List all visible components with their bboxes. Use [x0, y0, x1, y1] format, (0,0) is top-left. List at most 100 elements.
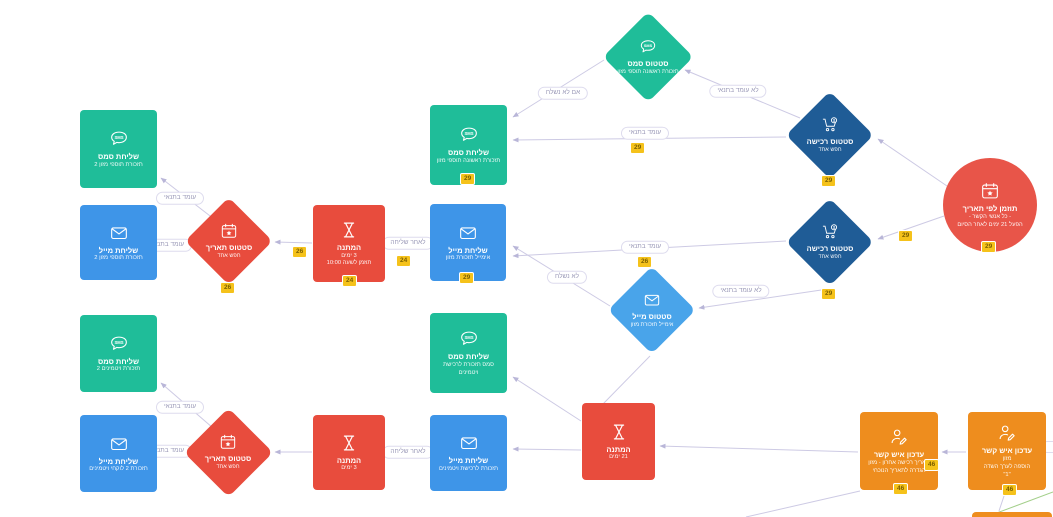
node-title: סטטוס רכישה [806, 137, 854, 147]
contact-count-badge: 29 [821, 288, 837, 300]
contact-count-badge: 29 [630, 142, 646, 154]
contact-count-badge: 29 [821, 175, 837, 187]
node-subtitle: "1" [1003, 471, 1011, 478]
connector-line [877, 138, 948, 187]
sms-icon: SMS [458, 124, 480, 146]
node-subtitle: 3 ימים [341, 465, 357, 472]
contact-count-badge: 29 [459, 272, 475, 284]
node-subtitle: 21 ימים [609, 454, 628, 461]
sms-icon: SMS [108, 333, 130, 355]
node-subtitle: תאריך רכישה אחרון - מזון [868, 460, 930, 467]
sms-icon: SMS [458, 328, 480, 350]
mail-icon [108, 222, 130, 244]
contact-count-badge: 46 [1002, 484, 1018, 496]
contact-count-badge: 26 [220, 282, 236, 294]
node-title: שליחת סמס [448, 148, 490, 158]
node-subtitle: תזכורת ראשונה תוספי מזון [436, 157, 501, 164]
edge-condition-label: אם לא נשלח [537, 86, 589, 100]
svg-text:$: $ [833, 118, 836, 123]
node-subtitle: 3 ימים [341, 252, 357, 259]
svg-text:SMS: SMS [644, 44, 653, 48]
node-update-contact-partial[interactable] [972, 512, 1052, 517]
connector-line [698, 288, 829, 310]
contact-count-badge: 26 [637, 256, 653, 268]
node-subtitle: חפש אחד [217, 253, 241, 260]
node-subtitle: - כל אנשי הקשר - [968, 214, 1012, 221]
node-subtitle: סמס תזכורת לרכישת ויטמינים [443, 362, 494, 376]
node-title: שליחת מייל [98, 245, 139, 255]
contact-count-badge: 29 [981, 241, 997, 253]
node-subtitle: תזכורת לרכישת ויטמינים [438, 465, 499, 472]
sms-icon: SMS [108, 128, 130, 150]
calendar-icon [979, 180, 1001, 202]
connector-line [512, 446, 582, 452]
contact-count-badge: 24 [342, 275, 358, 287]
contact-count-badge: 26 [292, 246, 308, 258]
contact-count-badge: 46 [924, 459, 940, 471]
contact-count-badge: 24 [396, 255, 412, 267]
hourglass-icon [338, 219, 360, 241]
node-title: סטטוס סמס [627, 59, 669, 69]
node-subtitle: מזון [1002, 456, 1012, 463]
connector-line [274, 239, 313, 245]
node-title: שליחת מייל [448, 456, 489, 466]
calendar-icon [219, 221, 239, 241]
node-subtitle: הפעל 21 ימים לאחר הסיום [957, 221, 1023, 228]
sms-icon: SMS [638, 37, 658, 57]
node-title: שליחת מייל [98, 456, 139, 466]
node-subtitle: הוספה לערך השדה [983, 463, 1031, 470]
svg-text:SMS: SMS [464, 131, 473, 136]
node-schedule-by-date[interactable]: תוזמן לפי תאריך- כל אנשי הקשר -הפעל 21 י… [943, 158, 1037, 252]
edge-condition-label: לא עומד בתנאי [712, 284, 770, 298]
contact-count-badge: 29 [898, 230, 914, 242]
mail-icon [642, 290, 662, 310]
edge-condition-label: עומד בתנאי [620, 126, 670, 140]
person-icon [888, 426, 910, 448]
mail-icon [108, 433, 130, 455]
edge-condition-label: עומד בתנאי [155, 191, 205, 205]
connector-line [512, 376, 582, 422]
node-title: המתנה [336, 455, 362, 465]
person-icon [996, 422, 1018, 444]
node-title: שליחת מייל [448, 245, 488, 255]
connector-line [659, 443, 859, 453]
svg-text:$: $ [833, 225, 836, 230]
node-subtitle: תזכורת תוספי מזון 2 [94, 255, 143, 262]
node-title: תוזמן לפי תאריך [962, 204, 1018, 214]
edge-condition-label: עומד בתנאי [155, 400, 205, 414]
node-title: סטטוס מייל [632, 312, 672, 322]
node-title: סטטוס תאריך [205, 243, 253, 253]
node-title: עדכון איש קשר [981, 446, 1033, 456]
node-subtitle: תזכורת תוספי מזון 2 [94, 161, 143, 168]
edge-condition-label: עומד בתנאי [620, 240, 670, 254]
node-subtitle: אימייל תזכורת מזון [445, 255, 491, 262]
edge-condition-label: לא עומד בתנאי [709, 84, 767, 98]
edge-condition-label: לאחר שליחה [382, 236, 434, 250]
connector-line [602, 355, 651, 405]
node-subtitle: חפש אחד [818, 254, 842, 261]
mail-icon [458, 432, 480, 454]
node-subtitle: תזכורת 2 לוקחי ויטמינים [89, 466, 148, 473]
node-subtitle: אימייל תזכורת מזון [630, 322, 674, 329]
cart-icon: $ [820, 115, 840, 135]
